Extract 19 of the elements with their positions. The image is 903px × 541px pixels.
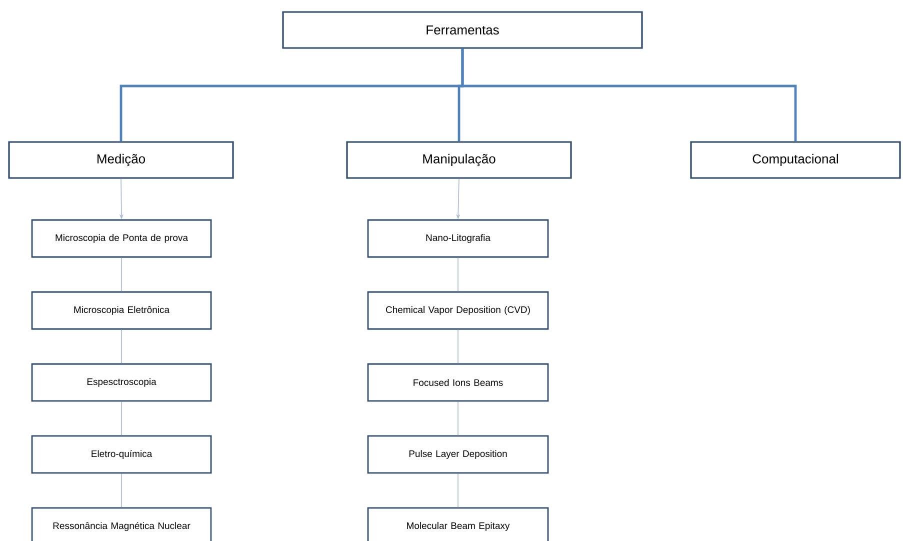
tool-box: Nano-Litografia	[367, 219, 549, 258]
category-box: Manipulação	[346, 141, 572, 179]
connector-line	[461, 48, 797, 142]
connector-line	[121, 473, 122, 508]
tool-box: Pulse Layer Deposition	[367, 435, 549, 474]
tool-box: Eletro-química	[31, 435, 212, 474]
tool-box: Molecular Beam Epitaxy	[367, 507, 549, 541]
tool-box: Microscopia de Ponta de prova	[31, 219, 212, 258]
tool-box: Focused Ions Beams	[367, 363, 549, 402]
category-box: Medição	[8, 141, 234, 179]
tool-box: Espesctroscopia	[31, 363, 212, 402]
category-box: Computacional	[690, 141, 901, 179]
category-box: Ferramentas	[282, 11, 643, 49]
tool-box: Ressonância Magnética Nuclear	[31, 507, 212, 541]
connector-line	[121, 257, 122, 292]
tool-box: Microscopia Eletrônica	[31, 291, 212, 330]
tool-box: Chemical Vapor Deposition (CVD)	[367, 291, 549, 330]
connector-line	[121, 329, 122, 364]
connector-line	[121, 401, 122, 436]
